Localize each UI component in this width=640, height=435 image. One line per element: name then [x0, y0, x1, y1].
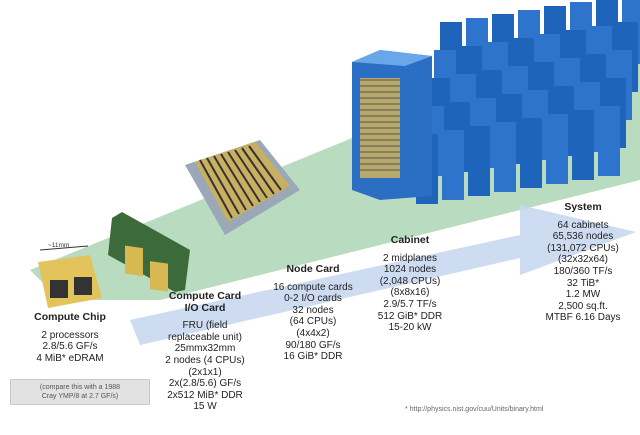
card-slot — [241, 147, 275, 195]
spec-line: 1024 nodes — [383, 264, 437, 276]
spec-line: 2x(2.8/5.6) GF/s — [168, 378, 242, 390]
note-line: (compare this with a 1988 — [39, 384, 121, 391]
spec-line: 90/180 GF/s — [285, 339, 341, 351]
system-cabinet — [442, 130, 464, 200]
spec-line: 180/360 TF/s — [553, 265, 613, 277]
cabinet-image — [352, 50, 432, 200]
compute-chip-image — [38, 245, 102, 308]
spec-line: (32x32x64) — [557, 254, 609, 266]
spec-line: 2.8/5.6 GF/s — [42, 341, 98, 353]
cabinet-block: Cabinet 2 midplanes 1024 nodes (2,048 CP… — [377, 234, 443, 334]
spec-line: 32 TiB* — [566, 277, 600, 289]
system-block: System 64 cabinets 65,536 nodes (131,072… — [545, 201, 621, 324]
system-cabinet — [468, 126, 490, 196]
system-cabinet — [546, 114, 568, 184]
spec-line: replaceable unit) — [168, 331, 242, 343]
system-cabinet — [520, 118, 542, 188]
chip-dimension: ~11mm — [48, 242, 70, 249]
compute-chip-block: Compute Chip 2 processors 2.8/5.6 GF/s 4… — [34, 311, 106, 364]
compute-chip-title: Compute Chip — [34, 311, 106, 323]
footnote: * http://physics.nist.gov/cuu/Units/bina… — [405, 406, 544, 413]
card-slot — [248, 145, 282, 191]
spec-line: 16 GiB* DDR — [283, 351, 343, 363]
system-cabinet — [494, 122, 516, 192]
spec-line: 2,500 sq.ft. — [558, 300, 608, 312]
card-slot — [199, 159, 233, 219]
node-card-image — [185, 140, 300, 235]
spec-line: 0-2 I/O cards — [284, 293, 342, 305]
spec-line: (8x8x16) — [390, 287, 430, 299]
spec-line: 2x512 MiB* DDR — [167, 389, 243, 401]
io-card-title: I/O Card — [184, 301, 226, 314]
cabinet-title: Cabinet — [390, 234, 430, 246]
card-slot — [213, 155, 247, 211]
node-card-title: Node Card — [286, 263, 340, 275]
spec-line: 2 processors — [41, 329, 99, 341]
spec-line: 32 nodes — [292, 304, 334, 316]
spec-line: (4x4x2) — [296, 327, 330, 339]
compute-card-title: Compute Card — [168, 290, 242, 302]
spec-line: 2 nodes (4 CPUs) — [165, 354, 245, 366]
spec-line: 2.9/5.7 TF/s — [383, 298, 437, 310]
system-cabinets — [416, 0, 640, 204]
card-slot — [227, 151, 261, 203]
note-line: Cray YMP/8 at 2.7 GF/s) — [41, 393, 119, 400]
spec-line: 65,536 nodes — [552, 231, 614, 243]
blue-arrow — [130, 205, 636, 345]
spec-line: 15 W — [193, 401, 217, 413]
card-slot — [206, 157, 240, 215]
spec-line: (64 CPUs) — [289, 316, 337, 328]
spec-line: 1.2 MW — [565, 289, 601, 301]
spec-line: 512 GiB* DDR — [377, 310, 443, 322]
spec-line: 64 cabinets — [557, 219, 609, 231]
comparison-note: (compare this with a 1988 Cray YMP/8 at … — [10, 379, 150, 405]
spec-line: 15-20 kW — [388, 322, 432, 334]
spec-line: (2x1x1) — [188, 366, 222, 378]
spec-line: 4 MiB* eDRAM — [36, 352, 104, 364]
system-cabinet — [572, 110, 594, 180]
spec-line: 16 compute cards — [273, 281, 353, 293]
node-card-block: Node Card 16 compute cards 0-2 I/O cards… — [273, 263, 353, 363]
spec-line: (131,072 CPUs) — [547, 242, 619, 254]
system-title: System — [564, 201, 602, 213]
card-slot — [234, 149, 268, 199]
spec-line: (2,048 CPUs) — [379, 275, 441, 287]
spec-line: 2 midplanes — [383, 252, 437, 264]
spec-line: MTBF 6.16 Days — [545, 312, 621, 324]
compute-card-image — [108, 212, 190, 292]
compute-card-block: Compute Card I/O Card FRU (field replace… — [165, 290, 245, 413]
spec-line: 25mmx32mm — [174, 343, 236, 355]
card-slot — [220, 153, 254, 207]
system-cabinet — [598, 106, 620, 176]
spec-line: FRU (field — [182, 320, 228, 332]
